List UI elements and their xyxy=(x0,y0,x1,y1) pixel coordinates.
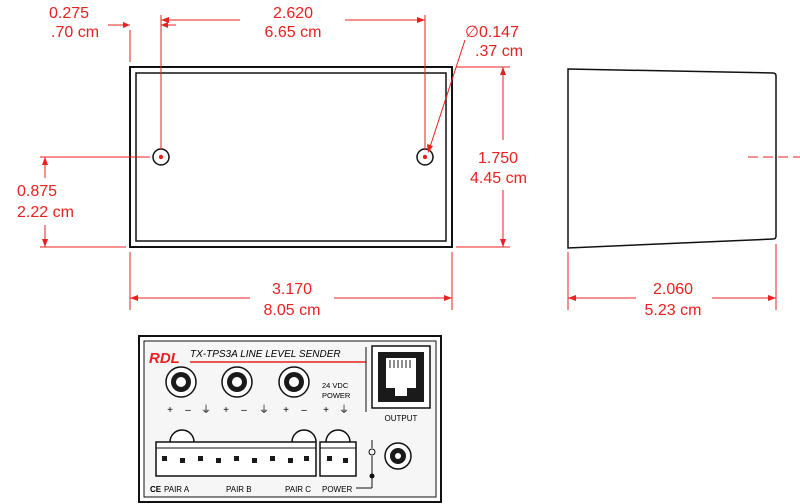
polarity-mark: – xyxy=(301,405,307,416)
dimension-lines xyxy=(40,15,777,310)
power-label-power: POWER xyxy=(322,391,351,400)
polarity-mark: ⏚ xyxy=(201,404,211,416)
polarity-mark: + xyxy=(323,405,329,416)
front-panel: RDL TX-TPS3A LINE LEVEL SENDER OUTPUT xyxy=(138,335,442,503)
mounting-hole-left xyxy=(152,148,170,166)
dim-hole-height-cm: 2.22 cm xyxy=(17,204,74,221)
front-outline-inner xyxy=(135,72,447,242)
polarity-mark: ⏚ xyxy=(259,404,269,416)
terminal-block xyxy=(155,429,357,477)
dim-hole-diameter-in: ∅0.147 xyxy=(465,24,519,41)
polarity-marks: + – ⏚ + – ⏚ + – + ⏚ xyxy=(167,404,349,416)
polarity-mark: ⏚ xyxy=(339,404,349,416)
label-power: POWER xyxy=(322,485,352,494)
label-pair-a: PAIR A xyxy=(164,485,190,494)
rj45-output-jack xyxy=(371,345,431,409)
dim-hole-height-in: 0.875 xyxy=(17,183,57,200)
dim-hole-diameter-cm: .37 cm xyxy=(475,43,523,60)
dc-barrel-jack xyxy=(384,442,412,470)
dim-left-offset-cm: .70 cm xyxy=(51,24,99,41)
dim-depth-in: 2.060 xyxy=(653,281,693,298)
side-outline xyxy=(567,68,777,249)
output-label: OUTPUT xyxy=(385,414,418,423)
power-label-voltage: 24 VDC xyxy=(322,381,349,390)
front-view xyxy=(129,66,453,248)
dim-left-offset-in: 0.275 xyxy=(49,5,89,22)
panel-model-title: TX-TPS3A LINE LEVEL SENDER xyxy=(190,349,341,360)
polarity-mark: + xyxy=(223,405,229,416)
dim-height-cm: 4.45 cm xyxy=(470,170,527,187)
polarity-symbol-icon xyxy=(368,440,376,479)
dim-hole-spacing-cm: 6.65 cm xyxy=(265,24,322,41)
label-pair-c: PAIR C xyxy=(285,485,311,494)
dim-width-in: 3.170 xyxy=(272,281,312,298)
polarity-mark: – xyxy=(185,405,191,416)
mounting-hole-right xyxy=(416,148,434,166)
ce-mark: CE xyxy=(150,485,162,494)
dim-width-cm: 8.05 cm xyxy=(264,302,321,319)
polarity-mark: – xyxy=(241,405,247,416)
jack-pair-a xyxy=(165,366,197,398)
jack-pair-c xyxy=(278,366,310,398)
polarity-mark: + xyxy=(167,405,173,416)
panel-brand-logo: RDL xyxy=(149,350,180,367)
label-pair-b: PAIR B xyxy=(226,485,252,494)
dim-hole-spacing-in: 2.620 xyxy=(273,5,313,22)
side-view xyxy=(567,68,800,249)
polarity-mark: + xyxy=(283,405,289,416)
dim-depth-cm: 5.23 cm xyxy=(645,302,702,319)
dim-height-in: 1.750 xyxy=(478,150,518,167)
front-outline-outer xyxy=(129,66,453,248)
dimension-labels: 0.275 .70 cm 2.620 6.65 cm ∅0.147 .37 cm… xyxy=(17,5,701,319)
jack-pair-b xyxy=(221,366,253,398)
